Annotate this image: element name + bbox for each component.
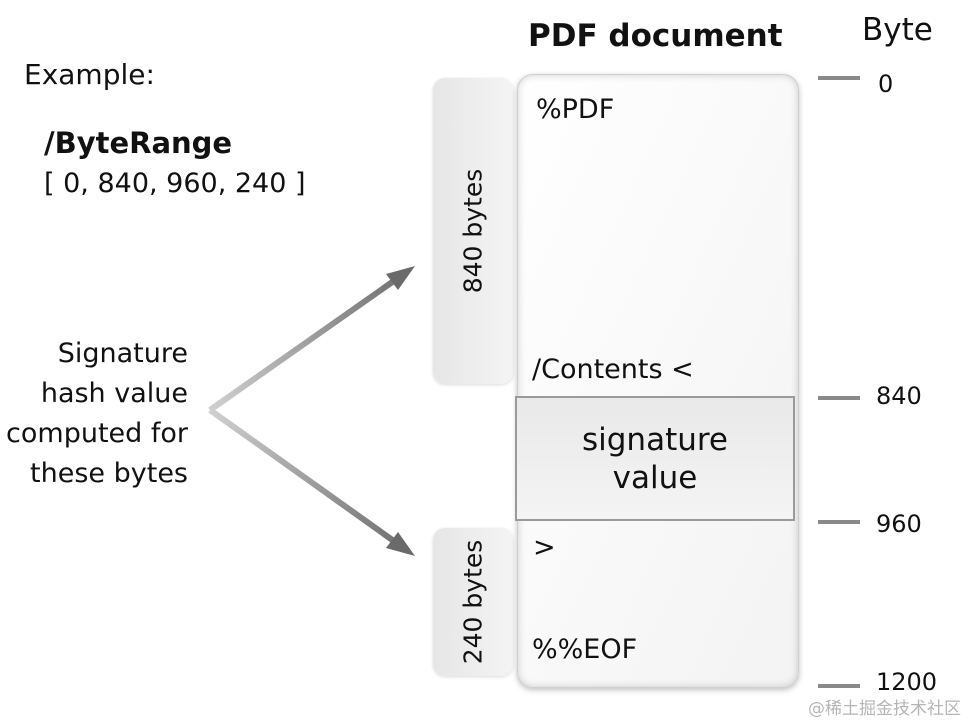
tick-0 [818,76,860,80]
pdf-document-box [517,74,799,688]
range-tab-first: 840 bytes [433,78,513,384]
tick-840 [818,396,860,400]
arrow-up [208,275,400,413]
hash-note-line: computed for [6,418,188,449]
close-bracket: > [533,532,556,563]
pdf-header-line: %PDF [536,94,615,125]
range-first-label: 840 bytes [458,168,488,294]
signature-label-line: signature [581,421,729,458]
hash-note: Signature hash value computed for these … [6,334,188,494]
example-label: Example: [24,58,155,91]
tick-label-840: 840 [876,382,922,410]
range-second-label: 240 bytes [458,539,488,665]
arrow-down-head [386,532,415,556]
document-title: PDF document [528,18,783,54]
tick-960 [818,520,860,524]
byterange-values: [ 0, 840, 960, 240 ] [44,168,306,199]
signature-label-line: value [612,459,698,496]
contents-line: /Contents < [532,354,694,385]
hash-note-line: hash value [40,378,188,409]
arrow-up-head [386,266,415,290]
hash-note-line: Signature [57,338,188,369]
range-tab-second: 240 bytes [433,528,513,676]
byte-axis-title: Byte [862,12,933,48]
watermark: @稀土掘金技术社区 [808,699,961,719]
byterange-title: /ByteRange [44,126,233,160]
tick-label-1200: 1200 [876,668,938,696]
tick-label-960: 960 [876,510,922,538]
tick-1200 [818,684,860,688]
eof-line: %%EOF [532,634,638,665]
tick-label-0: 0 [878,70,894,98]
hash-note-line: these bytes [30,458,188,489]
arrow-down [208,407,400,547]
signature-value-box: signature value [515,396,795,521]
